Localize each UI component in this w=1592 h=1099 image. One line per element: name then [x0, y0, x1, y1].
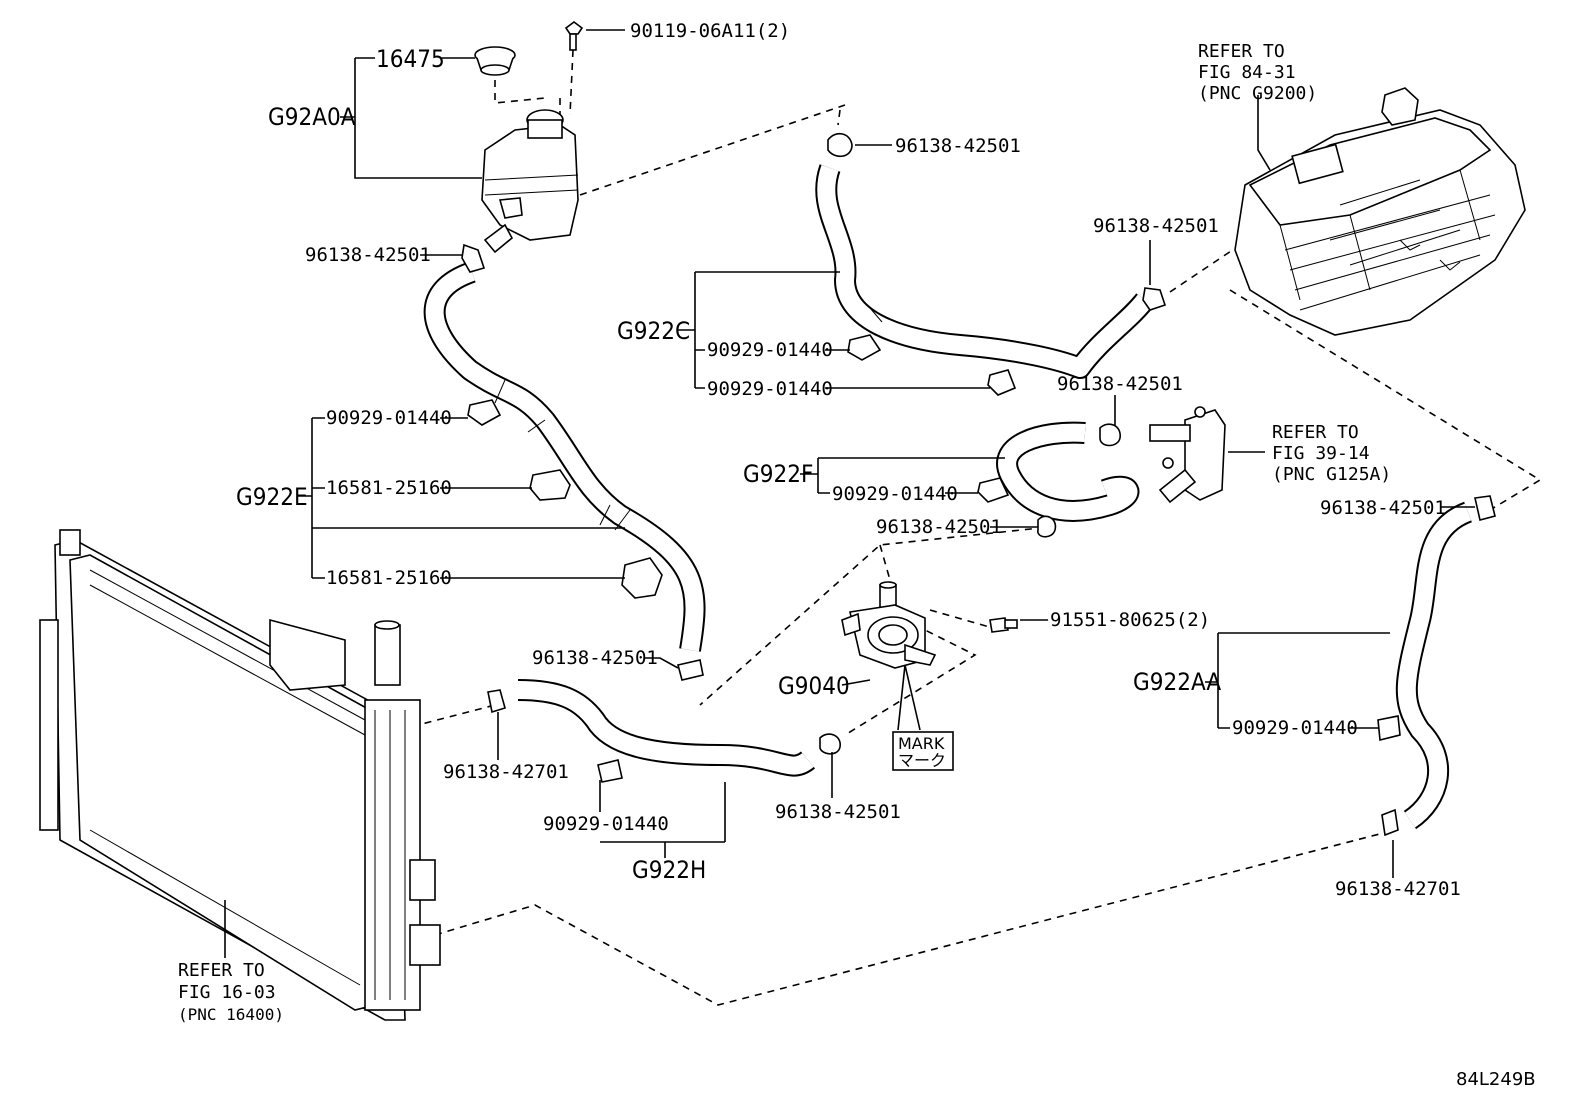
mark-label-en: MARK	[898, 734, 945, 753]
callout-g922e-bracket1: 16581-25160	[326, 477, 452, 499]
callout-g922aa-clip: 90929-01440	[1232, 717, 1358, 739]
callout-clamp-center: 96138-42501	[1057, 373, 1183, 395]
callout-clamp-radiator: 96138-42701	[443, 761, 569, 783]
inverter-icon	[1234, 87, 1526, 336]
reservoir-cap-icon	[474, 46, 516, 76]
mark-box: MARK マーク	[892, 731, 954, 771]
hose-g922e	[423, 261, 706, 652]
ref-radiator-line3: (PNC 16400)	[178, 1005, 284, 1024]
ref-radiator-line2: FIG 16-03	[178, 982, 276, 1003]
callout-g922e: G922E	[236, 483, 308, 511]
ref-cooler: REFER TO FIG 39-14 (PNC G125A)	[1272, 422, 1391, 485]
callout-clamp-g922e-end: 96138-42501	[532, 647, 658, 669]
callout-g922e-bracket2: 16581-25160	[326, 567, 452, 589]
callout-clamp-top: 96138-42501	[895, 135, 1021, 157]
ref-cooler-line3: (PNC G125A)	[1272, 464, 1391, 485]
bolt-icon	[989, 617, 1018, 633]
hose-clamp-icon	[461, 132, 1496, 837]
callout-g9040: G9040	[778, 672, 850, 700]
callout-91551-80625: 91551-80625(2)	[1050, 609, 1210, 631]
leader-lines	[224, 29, 1475, 958]
hose-g922f	[996, 421, 1140, 522]
figure-id: 84L249B	[1456, 1069, 1536, 1090]
callout-clamp-pump-in: 96138-42501	[876, 516, 1002, 538]
mark-label-jp: マーク	[898, 751, 946, 770]
callout-g922c: G922C	[617, 317, 690, 345]
callout-90119-06a11: 90119-06A11(2)	[630, 20, 790, 42]
callout-g922c-clip1: 90929-01440	[707, 339, 833, 361]
radiator-icon	[39, 529, 441, 1021]
ref-inverter: REFER TO FIG 84-31 (PNC G9200)	[1198, 41, 1317, 104]
ref-inverter-line3: (PNC G9200)	[1198, 83, 1317, 104]
hose-clip-icon	[467, 334, 1401, 783]
callout-16475: 16475	[376, 45, 445, 73]
callout-g922aa: G922AA	[1133, 668, 1221, 696]
water-pump-icon	[841, 581, 937, 669]
ref-inverter-line1: REFER TO	[1198, 41, 1285, 62]
hose-g922aa	[1395, 501, 1473, 830]
ref-inverter-line2: FIG 84-31	[1198, 62, 1296, 83]
hose-g922c	[815, 164, 1154, 379]
part-callouts: 16475 90119-06A11(2) G92A0A 96138-42501 …	[236, 20, 1461, 900]
callout-g922c-clip2: 90929-01440	[707, 378, 833, 400]
ref-cooler-line1: REFER TO	[1272, 422, 1359, 443]
cooler-valve-icon	[1149, 406, 1226, 504]
callout-clamp-right-top: 96138-42501	[1320, 497, 1446, 519]
callout-g922h-clip: 90929-01440	[543, 813, 669, 835]
bolt-icon	[564, 21, 584, 51]
reservoir-tank-icon	[481, 109, 579, 254]
callout-g92a0a: G92A0A	[268, 103, 356, 131]
callout-g922e-clip: 90929-01440	[326, 407, 452, 429]
callout-clamp-right-bottom: 96138-42701	[1335, 878, 1461, 900]
callout-g922f-clip: 90929-01440	[832, 483, 958, 505]
ref-radiator-line1: REFER TO	[178, 960, 265, 981]
ref-cooler-line2: FIG 39-14	[1272, 443, 1370, 464]
hose-g922h	[517, 679, 816, 777]
callout-clamp-inverter: 96138-42501	[1093, 215, 1219, 237]
callout-g922h: G922H	[632, 856, 706, 884]
ref-radiator: REFER TO FIG 16-03 (PNC 16400)	[178, 960, 284, 1024]
callout-clamp-reservoir: 96138-42501	[305, 244, 431, 266]
callout-clamp-pump-out: 96138-42501	[775, 801, 901, 823]
callout-g922f: G922F	[743, 460, 813, 488]
